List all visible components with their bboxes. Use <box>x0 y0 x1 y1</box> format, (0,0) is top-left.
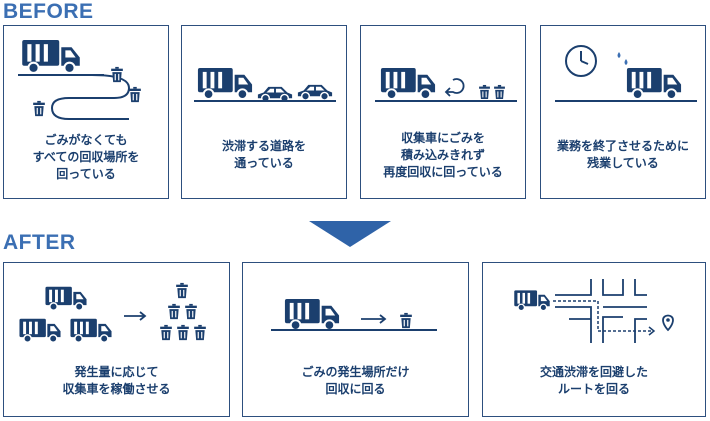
trash-can-icon <box>129 86 141 103</box>
trash-can-icon <box>400 312 412 329</box>
garbage-truck-icon <box>44 286 88 311</box>
car-icon <box>257 86 293 103</box>
trash-can-icon <box>176 282 188 299</box>
trash-can-icon <box>494 84 505 100</box>
winding-route-illustration <box>18 39 141 120</box>
map-pin-icon <box>662 314 674 332</box>
car-icon <box>297 84 333 101</box>
card-caption: 交通渋滞を回避した ルートを回る <box>539 365 648 396</box>
after-card-avoid-traffic: 交通渋滞を回避した ルートを回る <box>482 262 706 417</box>
trash-can-icon <box>111 66 123 83</box>
garbage-truck-icon <box>21 39 81 74</box>
direct-collection-illustration <box>271 298 437 331</box>
before-card-overtime: 業務を終了させるために 残業している <box>540 25 706 199</box>
return-arrow-icon <box>447 78 465 94</box>
dashed-route-line <box>553 300 653 332</box>
before-card-all-sites: ごみがなくても すべての回収場所を 回っている <box>3 25 169 199</box>
trash-can-icon <box>168 303 180 320</box>
garbage-truck-icon <box>69 318 113 343</box>
card-caption: ごみがなくても すべての回収場所を 回っている <box>32 133 140 181</box>
sweat-drop-icon <box>617 52 628 65</box>
garbage-truck-icon <box>18 318 62 343</box>
trash-can-icon <box>185 303 197 320</box>
detour-route-illustration <box>513 279 674 343</box>
traffic-jam-illustration <box>194 67 336 103</box>
card-caption: 渋滞する道路を 通っている <box>221 139 306 170</box>
right-arrow-icon <box>361 314 387 324</box>
right-arrow-icon <box>124 311 147 321</box>
trash-can-icon <box>33 100 45 117</box>
card-caption: 業務を終了させるために 残業している <box>556 139 689 170</box>
garbage-truck-icon <box>283 298 341 331</box>
card-caption: 収集車にごみを 積み込みきれず 再度回収に回っている <box>383 131 503 179</box>
garbage-truck-icon <box>513 289 551 312</box>
trash-can-icon <box>177 324 189 341</box>
before-card-reload: 収集車にごみを 積み込みきれず 再度回収に回っている <box>360 25 526 199</box>
card-caption: 発生量に応じて 収集車を稼働させる <box>62 365 171 396</box>
overtime-illustration <box>555 45 697 102</box>
garbage-truck-icon <box>625 67 683 100</box>
return-trip-illustration <box>375 67 517 102</box>
before-card-congestion: 渋滞する道路を 通っている <box>181 25 347 199</box>
after-heading: AFTER <box>3 231 76 254</box>
trash-can-icon <box>479 84 490 100</box>
garbage-truck-icon <box>379 67 437 100</box>
before-heading: BEFORE <box>3 0 94 23</box>
down-arrow-icon <box>309 221 391 247</box>
garbage-truck-icon <box>196 67 254 100</box>
after-card-by-volume: 発生量に応じて 収集車を稼働させる <box>3 262 230 417</box>
road-map-icon <box>555 279 647 343</box>
fleet-by-volume-illustration <box>18 282 206 343</box>
after-card-only-needed: ごみの発生場所だけ 回収に回る <box>242 262 469 417</box>
trash-can-icon <box>160 324 172 341</box>
clock-icon <box>565 45 597 77</box>
trash-can-icon <box>194 324 206 341</box>
card-caption: ごみの発生場所だけ 回収に回る <box>301 365 410 396</box>
